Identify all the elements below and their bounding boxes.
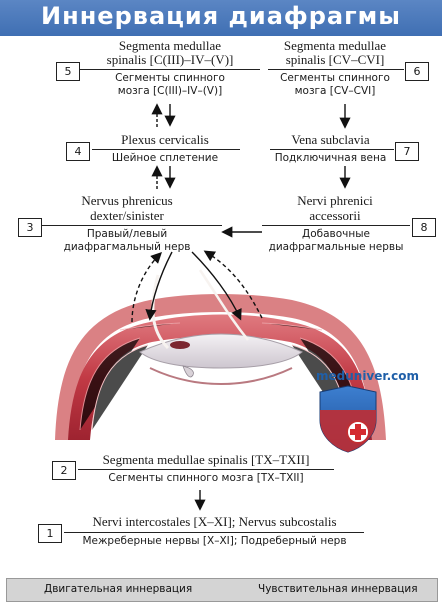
node-3-russian-line1: Правый/левый [86,228,168,240]
node-1-russian: Межреберные нервы [X–XI]; Подреберный не… [82,535,347,547]
legend-bar [6,578,438,602]
arrows-nerve-to-diaphragm [131,250,263,323]
node-8-russian-line1: Добавочные [302,228,370,240]
meduniver-logo [319,385,377,453]
node-3-latin-line2: dexter/sinister [90,208,164,223]
title-banner [0,0,442,36]
node-5-latin-line1: Segmenta medullae [118,38,222,53]
node-2-number: 2 [52,461,76,480]
legend-sensory-label: Чувствительная иннервация [258,583,418,595]
node-6-number: 6 [405,62,429,81]
node-8-latin-line2: accessorii [309,208,361,223]
node-6-divider [268,69,404,70]
node-4-latin: Plexus cervicalis [121,132,209,147]
node-7-number: 7 [395,142,419,161]
node-8-russian-line2: диафрагмальные нервы [268,241,404,253]
node-3-latin-line1: Nervus phrenicus [81,193,173,208]
node-7-russian: Подключичная вена [274,152,387,164]
node-3-number: 3 [18,218,42,237]
node-7-latin: Vena subclavia [291,132,370,147]
node-1-divider [64,532,364,533]
node-6-russian-line1: Сегменты спинного [280,72,390,84]
watermark-text: meduniver.com [316,369,420,383]
node-5-divider [80,69,260,70]
node-1-latin: Nervi intercostales [X–XI]; Nervus subco… [92,514,337,529]
node-8-latin-line1: Nervi phrenici [297,193,373,208]
node-4-russian: Шейное сплетение [111,152,219,164]
node-2-latin: Segmenta medullae spinalis [TX–TXII] [102,452,310,467]
node-2-divider [78,469,334,470]
node-6-latin-line1: Segmenta medullae [283,38,387,53]
page-title: Иннервация диафрагмы [41,2,401,30]
node-7-divider [270,149,394,150]
node-6-russian-line2: мозга [CV–CVI] [294,85,376,97]
node-3-russian-line2: диафрагмальный нерв [63,241,191,253]
node-5-russian-line1: Сегменты спинного [115,72,225,84]
node-8-divider [262,225,410,226]
legend-motor-label: Двигательная иннервация [44,583,193,595]
node-5-number: 5 [56,62,80,81]
node-6-latin-line2: spinalis [CV–CVI] [285,52,385,67]
node-2-russian: Сегменты спинного мозга [TX–TXII] [108,472,304,484]
node-4-number: 4 [66,142,90,161]
node-3-divider [42,225,222,226]
node-5-russian-line2: мозга [C(III)–IV–(V)] [117,85,223,97]
node-1-number: 1 [38,524,62,543]
node-8-number: 8 [412,218,436,237]
node-5-latin-line2: spinalis [C(III)–IV–(V)] [106,52,234,67]
node-4-divider [92,149,240,150]
esophageal-hiatus [170,341,190,349]
